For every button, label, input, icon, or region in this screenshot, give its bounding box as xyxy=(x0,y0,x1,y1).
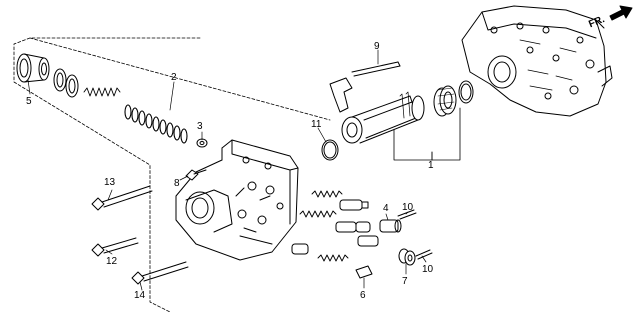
callout-8: 8 xyxy=(174,178,180,189)
valve-spools xyxy=(291,199,379,255)
callout-10-lower: 10 xyxy=(422,264,434,275)
shaft-assembly xyxy=(341,91,425,144)
part-13-bolt xyxy=(91,185,153,211)
front-arrow-icon xyxy=(609,5,633,21)
servo-body xyxy=(175,139,299,261)
part-8-bolt xyxy=(185,169,207,181)
callout-7: 7 xyxy=(402,276,408,287)
callout-6: 6 xyxy=(360,290,366,301)
transmission-housing xyxy=(461,5,613,117)
callout-labels: 5 2 3 9 11 1 8 13 12 14 4 10 10 7 6 FR. xyxy=(26,14,606,301)
callout-5: 5 xyxy=(26,96,32,107)
part-9-pin xyxy=(351,61,401,77)
callout-3: 3 xyxy=(197,121,203,132)
valve-springs xyxy=(299,190,349,262)
large-spring xyxy=(124,104,188,144)
shift-lever xyxy=(329,77,353,113)
part-10-pins xyxy=(397,209,433,260)
part-12-bolt xyxy=(91,237,139,257)
seal-rings xyxy=(53,68,79,98)
callout-14: 14 xyxy=(134,290,146,301)
needle-bearing xyxy=(433,85,457,117)
part-5-cap xyxy=(16,53,50,83)
assembly-outline xyxy=(13,37,331,312)
callout-1: 1 xyxy=(428,160,434,171)
callout-10-upper: 10 xyxy=(402,202,414,213)
callout-12: 12 xyxy=(106,256,118,267)
snap-ring xyxy=(458,80,474,104)
callout-4: 4 xyxy=(383,203,389,214)
small-spring xyxy=(83,87,121,97)
callout-13: 13 xyxy=(104,177,116,188)
part-14-bolt xyxy=(131,261,189,285)
part-6-block xyxy=(355,265,373,279)
part-7-cap xyxy=(398,248,416,266)
callout-11: 11 xyxy=(311,119,322,130)
callout-2: 2 xyxy=(171,72,177,83)
part-11-oring xyxy=(321,139,339,161)
callout-9: 9 xyxy=(374,41,380,52)
part-4-spool xyxy=(379,219,402,233)
leader-lines xyxy=(27,49,433,291)
